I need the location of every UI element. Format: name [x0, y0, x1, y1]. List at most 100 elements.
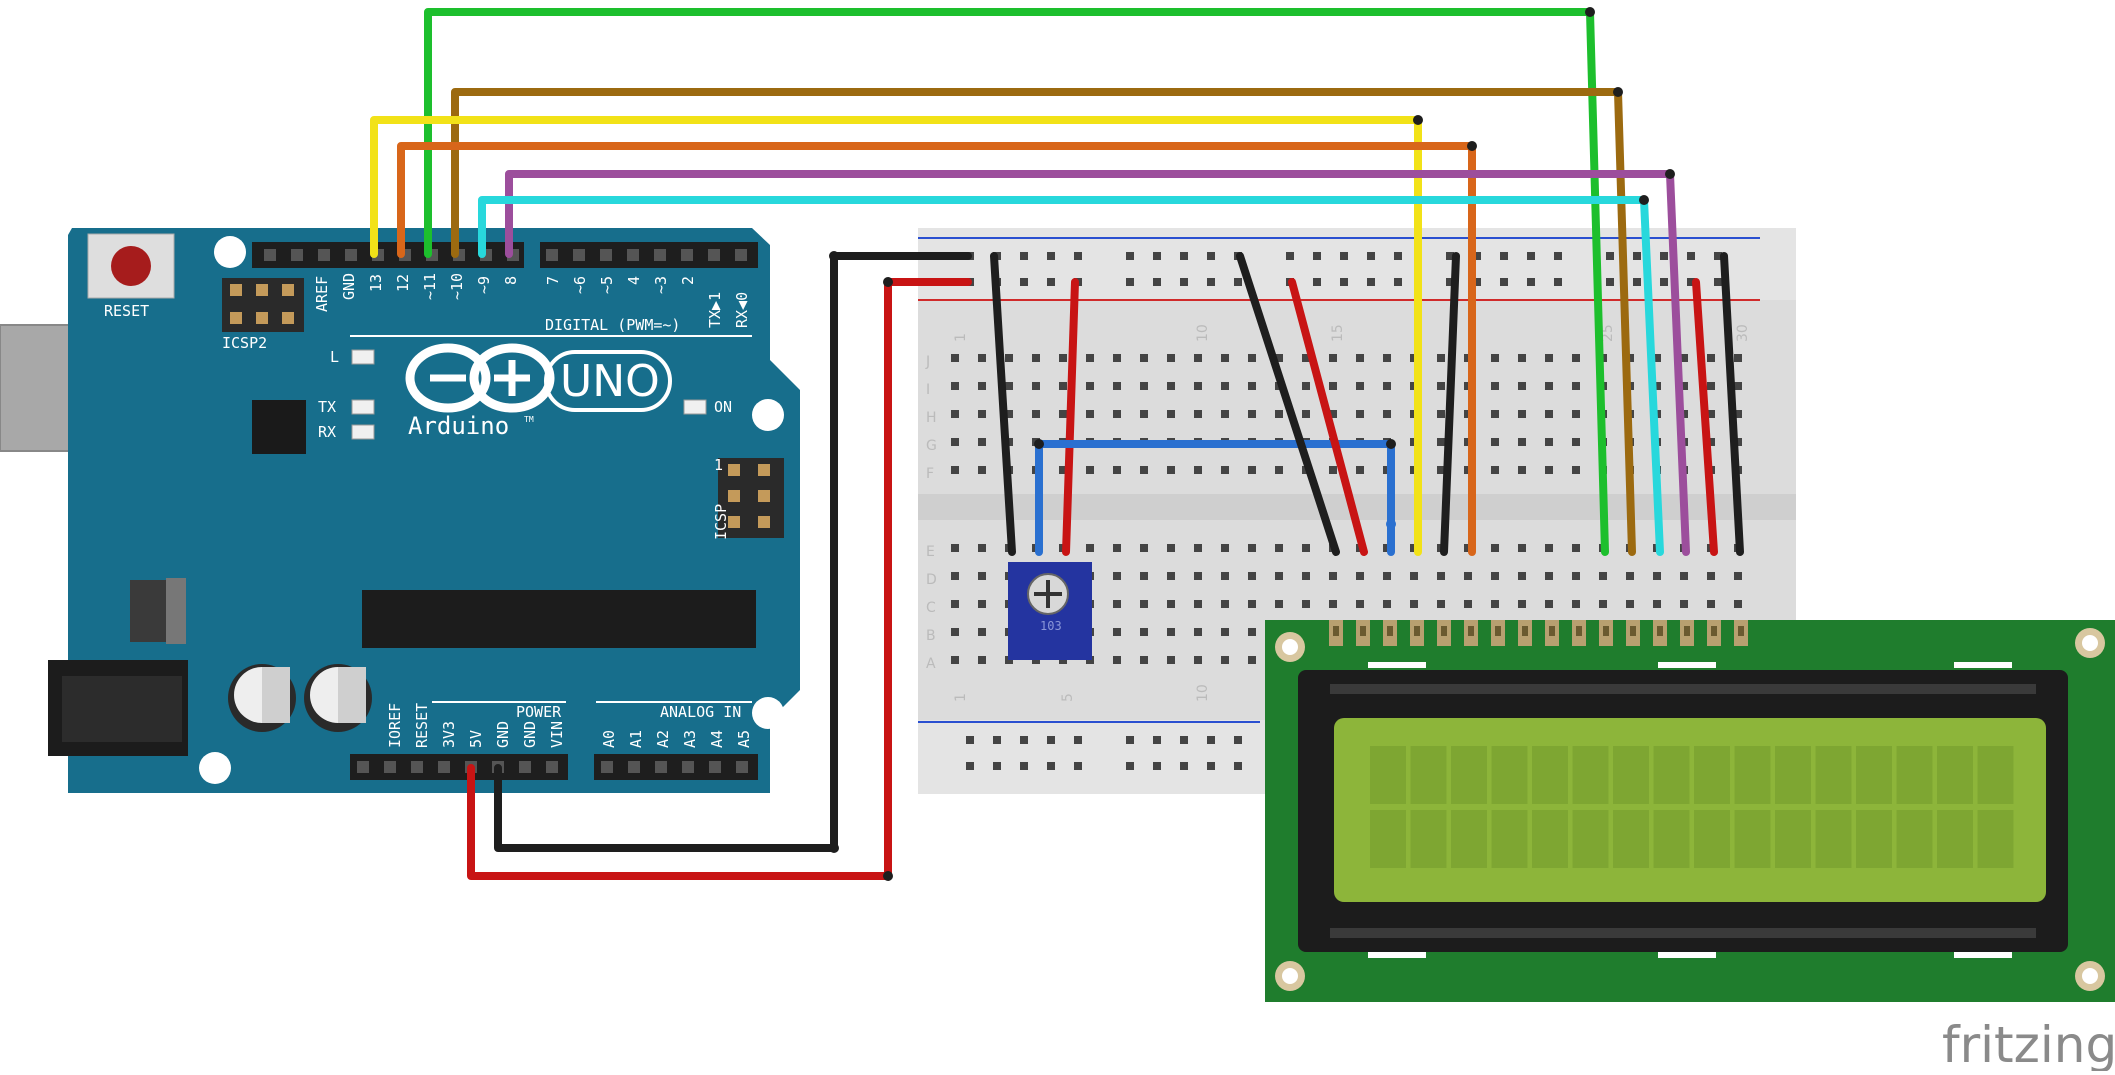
- rail-hole: [1047, 762, 1055, 770]
- breadboard-hole: [951, 382, 959, 390]
- lcd-cell: [1896, 810, 1933, 868]
- breadboard-hole: [1572, 410, 1580, 418]
- rail-hole: [1207, 252, 1215, 260]
- breadboard-hole: [1248, 600, 1256, 608]
- breadboard-hole: [1734, 572, 1742, 580]
- breadboard-hole: [978, 544, 986, 552]
- breadboard-hole: [1491, 600, 1499, 608]
- power-label: POWER: [516, 703, 562, 721]
- reset-label: RESET: [104, 302, 149, 320]
- breadboard-hole: [1167, 600, 1175, 608]
- lcd-cell: [1451, 810, 1487, 868]
- breadboard-hole: [1113, 410, 1121, 418]
- breadboard-hole: [1545, 382, 1553, 390]
- lcd-cell: [1370, 810, 1406, 868]
- rail-hole: [1020, 762, 1028, 770]
- breadboard-hole: [1707, 600, 1715, 608]
- voltage-regulator: [130, 580, 166, 642]
- breadboard-hole: [951, 410, 959, 418]
- breadboard-hole: [1275, 410, 1283, 418]
- lcd-cell: [1410, 810, 1447, 868]
- breadboard-hole: [1437, 466, 1445, 474]
- col-label-5-bottom: 5: [1060, 693, 1076, 702]
- rail-hole: [1126, 252, 1134, 260]
- breadboard-hole: [1086, 410, 1094, 418]
- lcd-cell: [1653, 810, 1690, 868]
- rail-hole: [1234, 762, 1242, 770]
- rail-hole: [1020, 736, 1028, 744]
- breadboard-hole: [1005, 354, 1013, 362]
- reset-button-cap[interactable]: [111, 246, 151, 286]
- breadboard-hole: [1518, 382, 1526, 390]
- lcd-pin-hole: [1495, 626, 1501, 636]
- breadboard-hole: [1221, 628, 1229, 636]
- lcd-cell: [1613, 810, 1649, 868]
- lcd-tab: [1954, 662, 2012, 668]
- breadboard-hole: [1491, 382, 1499, 390]
- pin-label-10: ~10: [448, 273, 466, 300]
- rail-hole: [1207, 762, 1215, 770]
- lcd-bezel-strip-top: [1330, 684, 2036, 694]
- wire-orange-d12: [397, 142, 1476, 556]
- breadboard-hole: [1680, 382, 1688, 390]
- breadboard-hole: [1653, 572, 1661, 580]
- rail-hole: [1660, 252, 1668, 260]
- lcd-cell: [1856, 810, 1892, 868]
- pin-label-gnd2: GND: [521, 721, 539, 748]
- rail-hole: [1047, 736, 1055, 744]
- breadboard-hole: [1194, 410, 1202, 418]
- rail-hole: [1126, 736, 1134, 744]
- breadboard-hole: [1626, 600, 1634, 608]
- breadboard-hole: [1221, 572, 1229, 580]
- wire-brown-d10: [451, 88, 1636, 556]
- row-label-g: G: [926, 438, 937, 454]
- breadboard-hole: [1248, 572, 1256, 580]
- wire-red-lcd-anode: [1692, 278, 1718, 556]
- breadboard-hole: [1572, 466, 1580, 474]
- rail-hole: [1446, 278, 1454, 286]
- row-label-b: B: [926, 628, 936, 644]
- breadboard-hole: [1113, 382, 1121, 390]
- rail-hole: [1687, 278, 1695, 286]
- rail-hole: [1527, 252, 1535, 260]
- breadboard-hole: [1653, 600, 1661, 608]
- row-label-h: H: [926, 410, 937, 426]
- breadboard-hole: [1194, 354, 1202, 362]
- row-label-j: J: [925, 354, 930, 370]
- breadboard-hole: [1599, 600, 1607, 608]
- pin-label-vin: VIN: [548, 721, 566, 748]
- lcd-cell: [1370, 746, 1406, 804]
- breadboard-hole: [1167, 466, 1175, 474]
- breadboard-hole: [1518, 572, 1526, 580]
- lcd-cell: [1694, 746, 1730, 804]
- breadboard-hole: [1032, 382, 1040, 390]
- pin-label-9: ~9: [475, 276, 493, 294]
- lcd-tab: [1658, 662, 1716, 668]
- rail-hole: [1527, 278, 1535, 286]
- breadboard-hole: [1086, 466, 1094, 474]
- breadboard-hole: [1140, 466, 1148, 474]
- breadboard-hole: [1572, 544, 1580, 552]
- potentiometer[interactable]: 103: [1008, 562, 1092, 660]
- capacitor: [304, 664, 372, 732]
- breadboard-hole: [1140, 656, 1148, 664]
- breadboard-hole: [1221, 382, 1229, 390]
- lcd-cell: [1451, 746, 1487, 804]
- uno-label: UNO: [560, 356, 660, 407]
- breadboard-hole: [1221, 600, 1229, 608]
- lcd-pin-hole: [1684, 626, 1690, 636]
- rail-hole: [1500, 252, 1508, 260]
- breadboard-hole: [1005, 382, 1013, 390]
- rail-hole: [1153, 736, 1161, 744]
- rail-hole: [1153, 252, 1161, 260]
- wire-yellow-d13: [370, 116, 1422, 556]
- breadboard-hole: [1248, 382, 1256, 390]
- wire-black-lcd-rw: [1440, 252, 1460, 556]
- breadboard-hole: [1491, 466, 1499, 474]
- rail-hole: [966, 762, 974, 770]
- pin-label-12: 12: [394, 274, 412, 292]
- pin-label-7: 7: [544, 276, 562, 285]
- rail-hole: [1047, 278, 1055, 286]
- rail-hole: [1126, 762, 1134, 770]
- pin-label-tx1: TX▶1: [706, 292, 724, 328]
